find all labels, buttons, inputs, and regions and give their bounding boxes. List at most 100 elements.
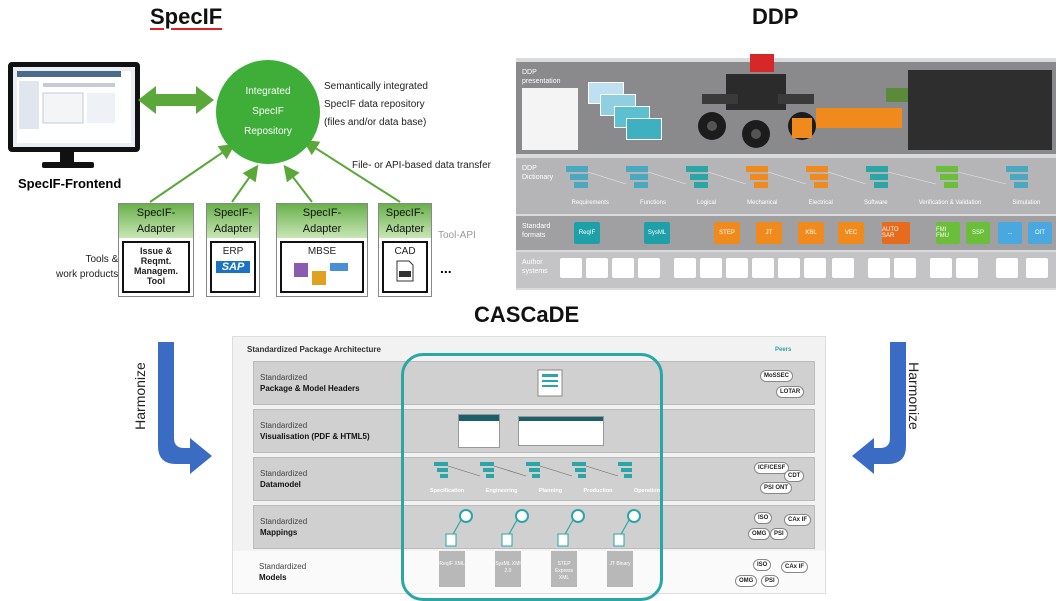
harmonize-arrow-left — [158, 342, 212, 474]
adapter-cad: SpecIF-Adapter CAD — [378, 203, 432, 297]
transfer-label: File- or API-based data transfer — [352, 160, 491, 171]
model-doc-reqif: ReqIF XML — [439, 551, 465, 587]
badge-cdt: CDT — [784, 470, 805, 482]
std-kbl: KBL — [798, 222, 824, 244]
ddp-code-view — [908, 70, 1052, 150]
badge-iso: ISO — [754, 512, 773, 524]
model-doc-jt: JT Binary — [607, 551, 633, 587]
mbse-cubes-icon — [294, 263, 348, 285]
sap-logo: SAP — [216, 261, 250, 273]
tools-label: Tools & work products — [56, 254, 119, 280]
ddp-title: DDP — [752, 4, 799, 29]
tool-logo-4 — [638, 258, 660, 278]
repo-line-3: Repository — [244, 126, 292, 137]
harmonize-label-left: Harmonize — [131, 362, 148, 430]
badge-omg: OMG — [748, 528, 771, 540]
tool-logo-8 — [752, 258, 774, 278]
monitor-stand — [60, 150, 74, 164]
cascade-header: Standardized Package Architecture — [247, 345, 381, 354]
cad-file-icon — [396, 260, 414, 282]
cascade-peers: Peers — [775, 347, 792, 353]
tool-api-label: Tool-API — [438, 230, 476, 241]
monitor-icon — [8, 62, 140, 152]
models-badge-psi: PSI — [761, 575, 779, 587]
models-badge-omg: OMG — [735, 575, 758, 587]
cascade-package-frame — [401, 353, 663, 601]
tool-logo-10 — [804, 258, 826, 278]
repo-line-1: Integrated — [245, 86, 291, 97]
visualisation-html-thumb — [518, 416, 604, 446]
adapter-issue: SpecIF-Adapter Issue &Reqmt. Managem.Too… — [118, 203, 194, 297]
repo-line-2: SpecIF — [252, 106, 284, 117]
tool-logo-11 — [832, 258, 854, 278]
tool-logo-7 — [726, 258, 748, 278]
std-step: STEP — [714, 222, 740, 244]
badge-psi: PSI — [770, 528, 788, 540]
std-more: ... — [998, 222, 1022, 244]
ddp-tree-view — [522, 88, 578, 150]
tool-logo-2 — [586, 258, 608, 278]
adapter-mbse: SpecIF-Adapter MBSE — [276, 203, 368, 297]
tool-logo-9 — [778, 258, 800, 278]
models-badge-iso: ISO — [753, 559, 772, 571]
std-reqif: ReqIF — [574, 222, 600, 244]
models-badge-caxif: CAx IF — [781, 561, 809, 573]
ddp-card-4 — [626, 118, 662, 140]
tool-logo-3 — [612, 258, 634, 278]
std-oit: OIT — [1028, 222, 1052, 244]
tool-logo-13 — [894, 258, 916, 278]
visualisation-pdf-thumb — [458, 414, 500, 448]
std-autosar: AUTO SAR — [882, 222, 910, 244]
ddp-orange-chip-1 — [792, 118, 812, 138]
datamodel-graph — [434, 462, 632, 478]
badge-caxif: CAx IF — [784, 514, 812, 526]
badge-psi-ont: PSI ONT — [760, 482, 793, 494]
specif-title: SpecIF — [150, 4, 223, 29]
monitor-base — [42, 162, 94, 168]
cascade-panel: Standardized Package Architecture Peers … — [232, 336, 826, 601]
std-ssp: SSP — [966, 222, 990, 244]
badge-icf: ICF/CESF — [754, 462, 790, 474]
specif-frontend-label: SpecIF-Frontend — [18, 176, 122, 191]
std-sysml: SysML — [644, 222, 670, 244]
harmonize-label-right: Harmonize — [905, 362, 922, 430]
tool-logo-15 — [956, 258, 978, 278]
specif-repository-node: Integrated SpecIF Repository — [216, 60, 320, 164]
robot-rover-image — [698, 54, 816, 148]
tool-logo-17 — [1026, 258, 1048, 278]
harmonize-arrow-right — [852, 342, 906, 474]
tool-logo-12 — [868, 258, 890, 278]
cascade-title: CASCaDE — [474, 302, 580, 327]
tool-logo-5 — [674, 258, 696, 278]
tool-logo-1 — [560, 258, 582, 278]
model-doc-sysml: SysML XMI 2.0 — [495, 551, 521, 587]
std-vec: VEC — [838, 222, 864, 244]
badge-mossec: MoSSEC — [760, 370, 794, 382]
ddp-orange-chip-2 — [816, 108, 902, 128]
tool-logo-16 — [996, 258, 1018, 278]
repo-description: Semantically integrated SpecIF data repo… — [324, 81, 428, 128]
ddp-dictionary-graph — [566, 166, 1028, 188]
badge-lotar: LOTAR — [776, 386, 805, 398]
std-fmi: FMI FMU — [936, 222, 960, 244]
model-doc-step: STEP Express XML — [551, 551, 577, 587]
std-jt: JT — [756, 222, 782, 244]
adapter-erp: SpecIF-Adapter ERP SAP — [206, 203, 260, 297]
ellipsis: ... — [440, 260, 452, 276]
